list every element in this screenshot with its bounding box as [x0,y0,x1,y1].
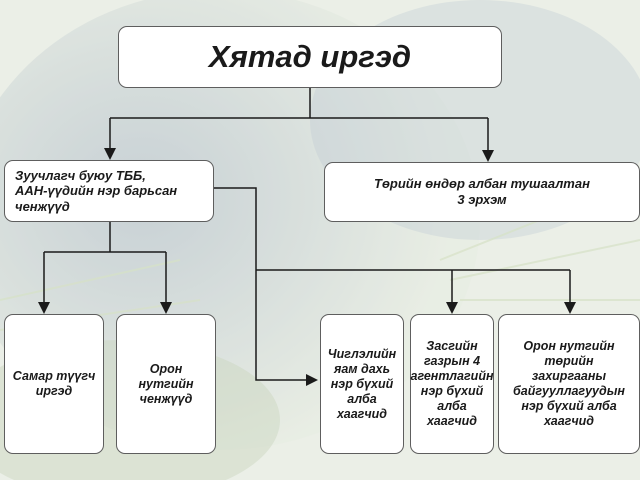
leaf-label-5: Орон нутгийн төрийн захиргааны байгуулла… [513,339,625,428]
leaf-label-3: Чиглэлийн яам дахь нэр бүхий алба хаагчи… [327,346,397,421]
leaf-label-4: Засгийн газрын 4 агентлагийн нэр бүхий а… [410,339,494,428]
branch-box-officials: Төрийн өндөр албан тушаалтан 3 эрхэм [324,162,640,222]
branch-label-officials: Төрийн өндөр албан тушаалтан 3 эрхэм [374,176,590,207]
leaf-box-2: Орон нутгийн ченжүүд [116,314,216,454]
branch-label-intermediaries: Зуучлагч буюу ТББ, ААН-үүдийн нэр барьса… [15,167,178,214]
diagram-title: Хятад иргэд [208,39,412,75]
branch-box-intermediaries: Зуучлагч буюу ТББ, ААН-үүдийн нэр барьса… [4,160,214,222]
leaf-label-1: Самар түүгч иргэд [12,369,96,398]
connector-left-to-officials [214,187,318,386]
leaf-label-2: Орон нутгийн ченжүүд [138,361,194,406]
leaf-box-1: Самар түүгч иргэд [4,314,104,454]
leaf-box-4: Засгийн газрын 4 агентлагийн нэр бүхий а… [410,314,494,454]
title-box: Хятад иргэд [118,26,502,88]
leaf-box-3: Чиглэлийн яам дахь нэр бүхий алба хаагчи… [320,314,404,454]
leaf-box-5: Орон нутгийн төрийн захиргааны байгуулла… [498,314,640,454]
